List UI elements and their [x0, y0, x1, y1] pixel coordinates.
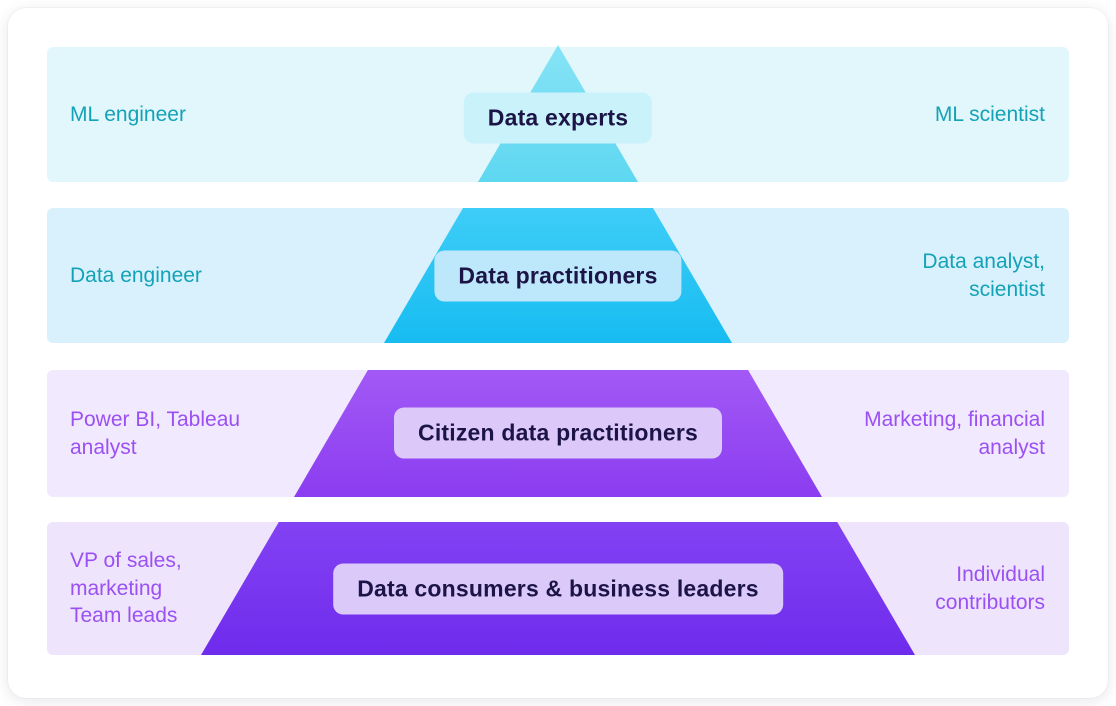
- pyramid-card: [8, 8, 1108, 698]
